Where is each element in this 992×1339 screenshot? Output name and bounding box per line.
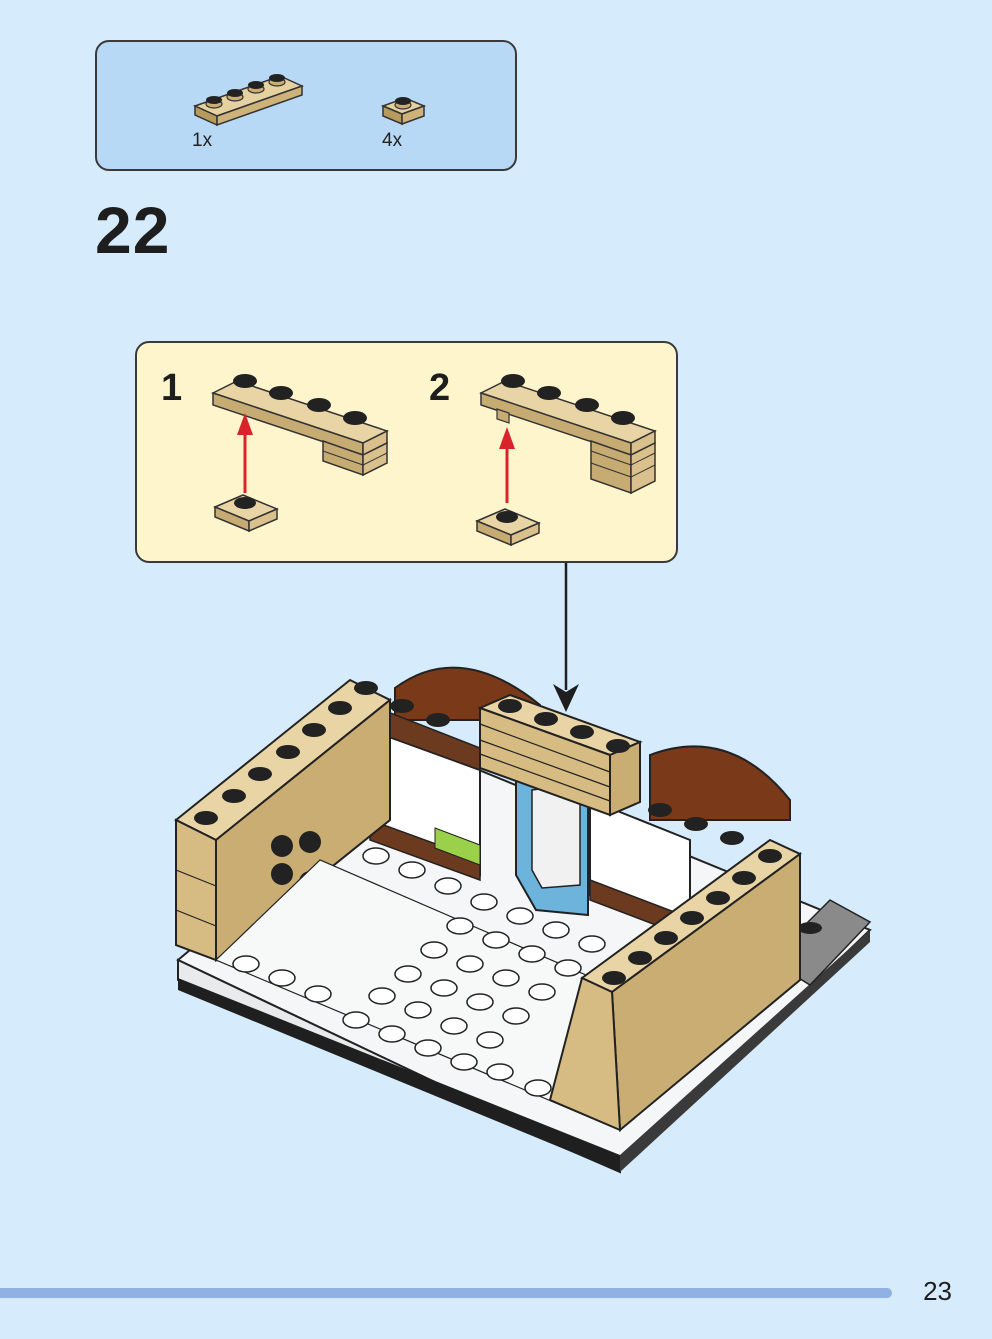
model-build-illustration: [174, 666, 872, 1174]
tan-plate-1x4-icon: [192, 74, 305, 127]
sub-step-2-number: 2: [429, 367, 451, 409]
sub-assembly-callout: 1 2: [135, 341, 678, 563]
sub-assembly-step-2-icon: [475, 374, 657, 547]
part-qty-1: 1x: [192, 130, 213, 151]
page-number: 23: [923, 1276, 952, 1306]
step-number: 22: [95, 193, 171, 267]
sub-step-1-number: 1: [161, 367, 183, 409]
tan-plate-1x1-icon: [380, 97, 427, 126]
footer-progress-bar: [0, 1288, 892, 1298]
parts-callout: 1x 4x: [95, 40, 517, 171]
part-qty-2: 4x: [382, 130, 403, 151]
sub-assembly-step-1-icon: [211, 374, 389, 533]
